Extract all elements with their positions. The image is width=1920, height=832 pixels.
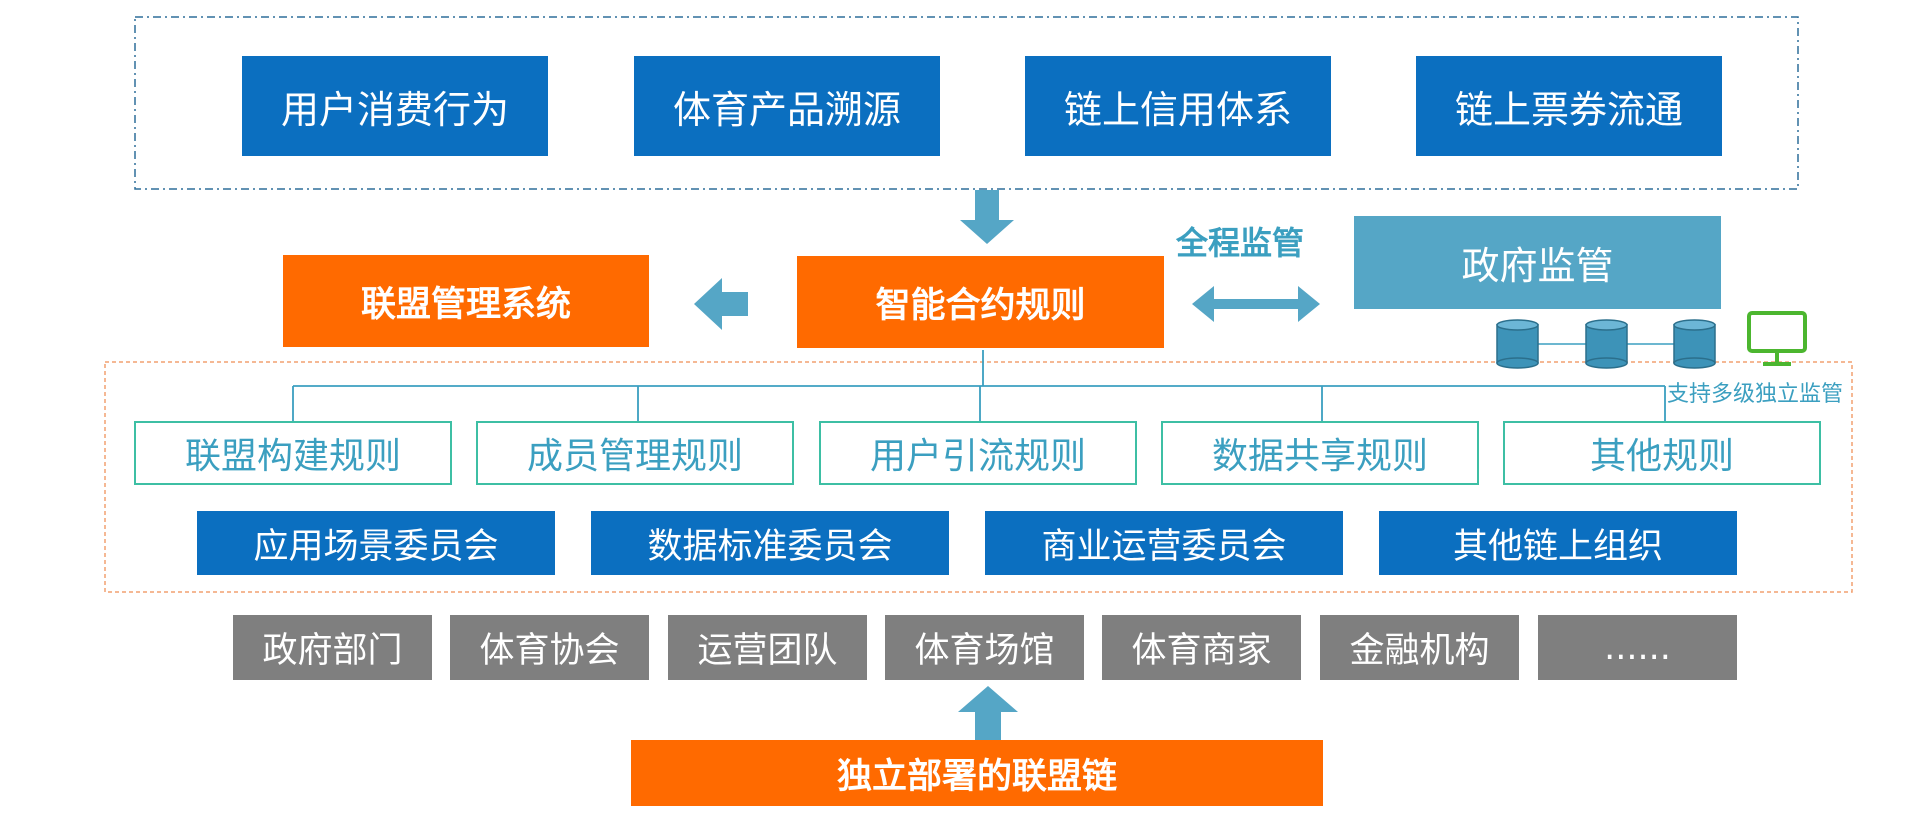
participant-more: ......	[1538, 615, 1737, 680]
rule-label: 成员管理规则	[526, 436, 743, 477]
participant-label: 金融机构	[1349, 631, 1490, 671]
full-supervision-label: 全程监管	[1176, 224, 1305, 262]
rule-label: 其他规则	[1589, 436, 1734, 477]
committee-label: 商业运营委员会	[1041, 526, 1287, 567]
committee-label: 其他链上组织	[1452, 526, 1663, 567]
participant-label: 政府部门	[262, 631, 403, 671]
rule-member-management: 成员管理规则	[476, 421, 794, 485]
committee-label: 数据标准委员会	[647, 526, 893, 567]
rule-user-traffic: 用户引流规则	[819, 421, 1137, 485]
left-arrow-icon	[694, 278, 748, 330]
app-label: 链上票券流通	[1454, 87, 1683, 132]
committee-application-scenario: 应用场景委员会	[197, 511, 555, 575]
rule-label: 联盟构建规则	[184, 436, 401, 477]
participant-government: 政府部门	[233, 615, 432, 680]
rule-data-sharing: 数据共享规则	[1161, 421, 1479, 485]
app-ticket-circulation: 链上票券流通	[1416, 56, 1722, 156]
app-label: 用户消费行为	[280, 87, 509, 132]
database-icon	[1585, 319, 1628, 369]
participant-sports-venue: 体育场馆	[885, 615, 1084, 680]
database-chain	[1496, 319, 1716, 369]
committee-data-standard: 数据标准委员会	[591, 511, 949, 575]
app-user-consumption: 用户消费行为	[242, 56, 548, 156]
down-arrow-icon	[960, 190, 1014, 244]
alliance-chain-label: 独立部署的联盟链	[836, 756, 1117, 797]
participant-sports-association: 体育协会	[450, 615, 649, 680]
independent-alliance-chain: 独立部署的联盟链	[631, 740, 1323, 806]
participant-label: ......	[1604, 627, 1671, 668]
app-onchain-credit: 链上信用体系	[1025, 56, 1331, 156]
app-product-traceability: 体育产品溯源	[634, 56, 940, 156]
participant-label: 体育商家	[1131, 631, 1272, 671]
multilevel-supervision-note: 支持多级独立监管	[1667, 382, 1844, 407]
participant-label: 运营团队	[697, 631, 838, 671]
smart-contract-label: 智能合约规则	[875, 285, 1086, 326]
alliance-management-label: 联盟管理系统	[360, 284, 571, 325]
up-arrow-icon	[958, 686, 1018, 740]
double-arrow-icon	[1192, 286, 1320, 322]
rule-label: 用户引流规则	[869, 436, 1086, 477]
participant-label: 体育场馆	[914, 631, 1055, 671]
rule-label: 数据共享规则	[1211, 436, 1428, 477]
app-label: 体育产品溯源	[672, 87, 901, 132]
app-label: 链上信用体系	[1063, 87, 1292, 132]
rules-connector	[292, 350, 1666, 422]
committee-other-onchain-org: 其他链上组织	[1379, 511, 1737, 575]
committee-label: 应用场景委员会	[253, 526, 499, 567]
monitor-icon	[1747, 311, 1807, 366]
participant-label: 体育协会	[479, 631, 620, 671]
committee-business-operation: 商业运营委员会	[985, 511, 1343, 575]
governance-layer-frame	[104, 361, 1853, 593]
government-supervision: 政府监管	[1354, 216, 1721, 309]
database-icon	[1673, 319, 1716, 369]
smart-contract-rules: 智能合约规则	[797, 256, 1164, 348]
government-supervision-label: 政府监管	[1461, 244, 1614, 288]
participant-financial-institution: 金融机构	[1320, 615, 1519, 680]
alliance-management-system: 联盟管理系统	[283, 255, 649, 347]
participant-operation-team: 运营团队	[668, 615, 867, 680]
application-layer-frame	[134, 16, 1799, 190]
rule-alliance-building: 联盟构建规则	[134, 421, 452, 485]
rule-other: 其他规则	[1503, 421, 1821, 485]
participant-sports-merchant: 体育商家	[1102, 615, 1301, 680]
database-icon	[1496, 319, 1539, 369]
